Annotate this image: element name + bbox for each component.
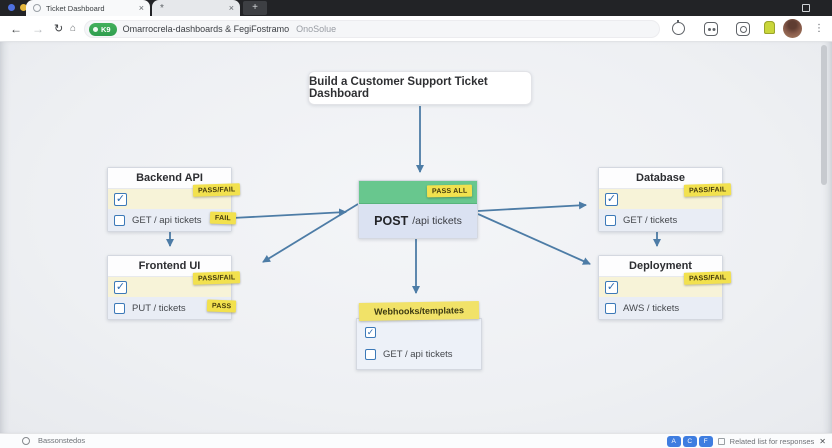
browser-tab-active[interactable]: Ticket Dashboard × <box>26 0 150 16</box>
diagram-edges <box>166 106 661 294</box>
status-buttons: A C F <box>666 435 713 447</box>
status-circle-icon <box>22 437 30 445</box>
pass-fail-sticker[interactable]: PASS/FAIL <box>683 183 732 197</box>
diagram-title-box[interactable]: Build a Customer Support Ticket Dashboar… <box>308 71 532 105</box>
tab-close-icon[interactable]: × <box>138 3 144 13</box>
new-tab-button[interactable]: + <box>243 1 267 15</box>
history-clock-icon[interactable] <box>672 20 685 35</box>
pass-fail-sticker[interactable]: PASS/FAIL <box>192 183 241 197</box>
result-sticker[interactable]: PASS <box>206 299 237 313</box>
pass-fail-sticker[interactable]: PASS/FAIL <box>683 271 732 285</box>
tab-favicon-icon <box>33 4 41 12</box>
checkbox-unchecked[interactable] <box>605 214 616 226</box>
badge-dot-icon <box>93 26 98 32</box>
checkbox-unchecked[interactable] <box>605 302 616 314</box>
home-icon[interactable]: ⌂ <box>70 23 77 34</box>
site-badge: K9 <box>89 22 117 36</box>
node-backend-api[interactable]: Backend API ✓ PASS/FAIL GET / api ticket… <box>107 167 241 232</box>
extensions-puzzle-icon[interactable] <box>736 22 750 36</box>
tab-title: Ticket Dashboard <box>46 3 105 13</box>
checkbox-checked[interactable]: ✓ <box>605 192 618 206</box>
status-checkbox[interactable] <box>717 437 725 445</box>
checkbox-checked[interactable]: ✓ <box>605 280 618 294</box>
browser-menu-icon[interactable]: ⋮ <box>814 23 824 34</box>
status-button-b[interactable]: C <box>682 435 697 447</box>
status-left-text: Bassonstedos <box>38 436 86 445</box>
node-body: POST /api tickets <box>359 204 477 238</box>
extension-icon[interactable] <box>704 22 718 36</box>
badge-label: K9 <box>101 24 111 34</box>
node-database[interactable]: Database ✓ PASS/FAIL GET / tickets <box>598 167 732 232</box>
checkbox-unchecked[interactable] <box>114 214 125 226</box>
node-header-green: PASS ALL <box>359 181 477 204</box>
notification-bell-icon[interactable] <box>764 21 775 34</box>
node-deployment[interactable]: Deployment ✓ PASS/FAIL AWS / tickets <box>598 255 732 320</box>
window-minimize-button[interactable] <box>20 4 27 11</box>
result-sticker[interactable]: FAIL <box>209 211 237 225</box>
tab-favicon-star-icon: * <box>160 2 164 14</box>
reload-icon[interactable]: ↻ <box>54 23 64 35</box>
pass-all-sticker[interactable]: PASS ALL <box>426 184 473 198</box>
back-icon[interactable]: ← <box>10 22 22 36</box>
tab-strip: Ticket Dashboard × * × + <box>0 0 832 16</box>
node-post-api-tickets[interactable]: PASS ALL POST /api tickets <box>358 180 478 239</box>
checkbox-checked[interactable]: ✓ <box>365 327 376 338</box>
scrollbar-thumb[interactable] <box>821 45 827 185</box>
checkbox-unchecked[interactable] <box>114 302 125 314</box>
method-label: POST <box>374 214 409 228</box>
task-label: GET / tickets <box>623 214 678 226</box>
node-webhooks-templates[interactable]: Webhooks/templates ✓ GET / api tickets <box>356 300 482 370</box>
tab-close-icon[interactable]: × <box>228 3 234 13</box>
browser-tab-inactive[interactable]: * × <box>152 0 240 16</box>
diagram-canvas[interactable]: Build a Customer Support Ticket Dashboar… <box>0 42 832 433</box>
task-label: GET / api tickets <box>383 349 453 360</box>
profile-avatar[interactable] <box>783 19 802 38</box>
node-frontend-ui[interactable]: Frontend UI ✓ PASS/FAIL PUT / tickets PA… <box>107 255 241 320</box>
checkbox-checked[interactable]: ✓ <box>114 280 127 294</box>
url-text: Omarrocrela-dashboards & FegiFostramo <box>122 24 290 34</box>
window-close-button[interactable] <box>8 4 15 11</box>
forward-icon[interactable]: → <box>32 22 44 36</box>
task-label: AWS / tickets <box>623 302 680 314</box>
window-restore-icon[interactable] <box>802 4 810 12</box>
status-button-a[interactable]: A <box>666 435 681 447</box>
node-body: ✓ GET / api tickets <box>356 318 482 370</box>
task-label: PUT / tickets <box>132 302 186 314</box>
status-right-text: Related list for responses <box>729 436 815 446</box>
node-title-sticker[interactable]: Webhooks/templates <box>358 300 480 322</box>
status-button-c[interactable]: F <box>698 435 713 447</box>
status-close-icon[interactable]: ✕ <box>819 436 826 446</box>
browser-toolbar: ← → ↻ ⌂ K9 Omarrocrela-dashboards & Fegi… <box>0 16 832 42</box>
url-secondary-text: OnoSolue <box>296 24 337 34</box>
status-bar: Bassonstedos A C F Related list for resp… <box>0 433 832 448</box>
checkbox-unchecked[interactable] <box>365 349 376 360</box>
address-bar[interactable]: K9 Omarrocrela-dashboards & FegiFostramo… <box>84 20 660 38</box>
status-right-group: A C F Related list for responses ✕ <box>666 434 826 448</box>
checkbox-checked[interactable]: ✓ <box>114 192 127 206</box>
task-label: GET / api tickets <box>132 214 202 226</box>
pass-fail-sticker[interactable]: PASS/FAIL <box>192 271 241 285</box>
endpoint-label: /api tickets <box>412 215 462 227</box>
